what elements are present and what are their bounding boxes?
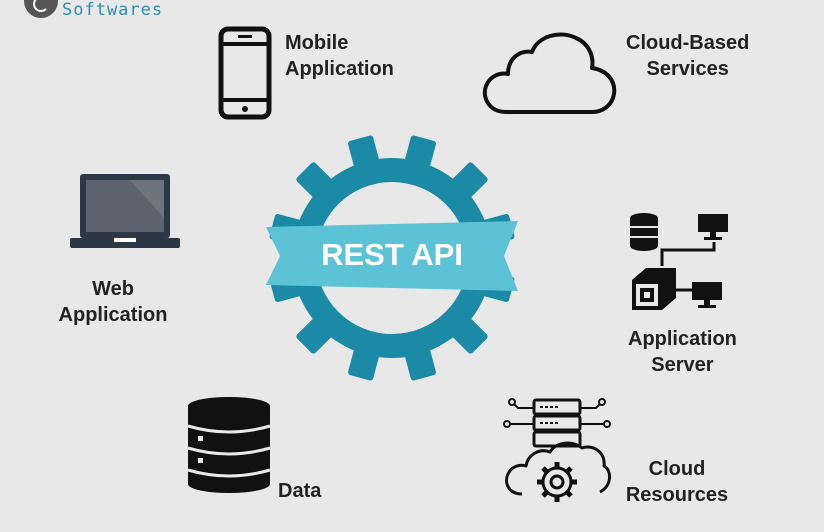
rest-api-banner: [266, 221, 518, 291]
application-server-icon: [630, 213, 728, 310]
logo-mark-icon: [24, 0, 58, 18]
small-gear-icon: [537, 462, 577, 502]
database-icon: [187, 397, 271, 493]
cloud-resources-icon: [503, 398, 611, 502]
mobile-phone-icon: [218, 26, 272, 120]
data-label: Data: [278, 480, 322, 502]
rest-api-label: REST API: [321, 237, 463, 272]
logo-text: Softwares: [62, 0, 164, 20]
cloud-icon: [482, 32, 617, 114]
database-small-icon: [630, 213, 658, 251]
laptop-icon: [70, 174, 180, 248]
